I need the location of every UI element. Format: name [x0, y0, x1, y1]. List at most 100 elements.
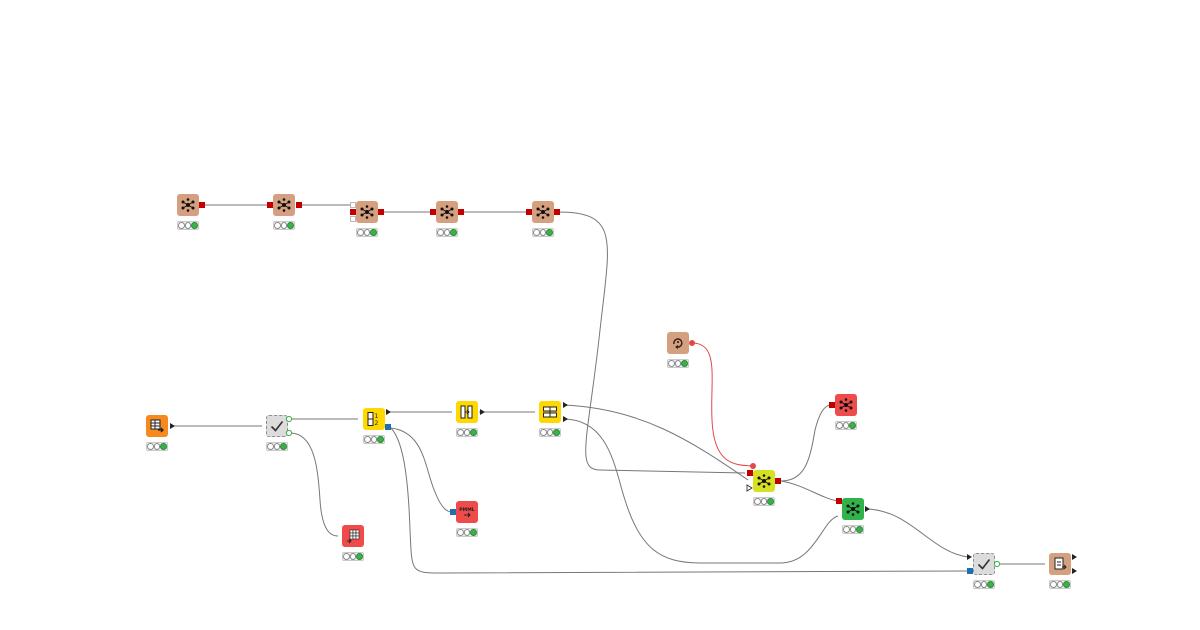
connection-n13-n14[interactable] — [780, 480, 839, 502]
flow-port — [993, 560, 1001, 568]
node-n15[interactable] — [342, 525, 364, 547]
data-port — [563, 416, 568, 422]
node-n18[interactable] — [1049, 553, 1071, 575]
connection-n14-n17[interactable] — [864, 508, 969, 558]
connection-n13-n12[interactable] — [780, 404, 832, 482]
status-light-executed — [546, 229, 554, 236]
connection-n5-n13[interactable] — [557, 211, 746, 474]
status-light-executed — [377, 436, 385, 443]
node-status-indicator — [835, 421, 857, 430]
status-light-off — [849, 526, 857, 533]
node-status-indicator — [356, 228, 378, 237]
flow-variable-port — [689, 340, 695, 346]
cluster-icon — [180, 197, 196, 213]
node-n14[interactable] — [842, 498, 864, 520]
data-port — [1072, 568, 1077, 574]
connection-n11-n13[interactable] — [562, 404, 749, 481]
column-filter-icon — [459, 404, 475, 420]
status-light-off — [280, 222, 288, 229]
node-n5[interactable] — [532, 201, 554, 223]
heatmap-icon — [345, 528, 361, 544]
status-light-off — [1056, 581, 1064, 588]
node-n12[interactable] — [835, 394, 857, 416]
node-status-indicator — [456, 428, 478, 437]
table-reader-icon — [149, 418, 165, 434]
status-light-executed — [987, 581, 995, 588]
data-port — [967, 554, 972, 560]
optional-port — [746, 484, 753, 492]
status-light-off — [760, 498, 768, 505]
node-n4[interactable] — [436, 201, 458, 223]
status-light-executed — [1063, 581, 1071, 588]
node-n13[interactable] — [753, 470, 775, 492]
connection-n8-n15[interactable] — [289, 432, 339, 537]
pmml-port — [385, 424, 391, 430]
data-port — [1072, 554, 1077, 560]
data-port — [563, 402, 568, 408]
status-light-executed — [849, 422, 857, 429]
node-status-indicator — [342, 552, 364, 561]
connection-n6-n13[interactable] — [691, 342, 753, 467]
status-light-off — [539, 229, 547, 236]
node-n2[interactable] — [273, 194, 295, 216]
data-port — [386, 409, 391, 415]
data-port — [480, 409, 485, 415]
status-light-off — [184, 222, 192, 229]
model-port — [747, 470, 753, 476]
connection-n9-n16[interactable] — [390, 427, 453, 513]
node-status-indicator — [532, 228, 554, 237]
node-status-indicator — [973, 580, 995, 589]
model-port — [350, 209, 356, 215]
status-light-off — [463, 529, 471, 536]
pmml-writer-icon: PMML — [459, 504, 475, 520]
model-port — [267, 202, 273, 208]
status-light-off — [1050, 581, 1057, 588]
pmml-port — [450, 509, 456, 515]
status-light-off — [349, 553, 357, 560]
model-port — [458, 209, 464, 215]
node-n3[interactable] — [356, 201, 378, 223]
connection-n11-n14[interactable] — [562, 418, 839, 564]
node-n16[interactable]: PMML — [456, 501, 478, 523]
optional-model-port — [350, 202, 356, 208]
status-light-executed — [553, 429, 561, 436]
status-light-off — [457, 529, 464, 536]
node-status-indicator — [363, 435, 385, 444]
status-light-executed — [470, 429, 478, 436]
status-light-off — [836, 422, 843, 429]
status-light-executed — [356, 553, 364, 560]
svg-text:2: 2 — [375, 420, 379, 427]
status-light-off — [274, 222, 281, 229]
status-light-executed — [767, 498, 775, 505]
node-status-indicator — [842, 525, 864, 534]
model-writer-icon — [1052, 556, 1068, 572]
node-n11[interactable] — [539, 401, 561, 423]
status-light-off — [843, 526, 850, 533]
checkmark-icon — [976, 556, 992, 572]
status-light-off — [546, 429, 554, 436]
node-status-indicator — [177, 221, 199, 230]
status-light-off — [147, 443, 154, 450]
status-light-off — [674, 360, 682, 367]
node-n8[interactable] — [266, 415, 288, 437]
node-status-indicator — [273, 221, 295, 230]
connection-n9-n17[interactable] — [390, 427, 969, 574]
status-light-executed — [450, 229, 458, 236]
node-n6[interactable] — [667, 332, 689, 354]
model-port — [526, 209, 532, 215]
svg-text:1: 1 — [375, 413, 379, 420]
node-n1[interactable] — [177, 194, 199, 216]
cluster-icon — [439, 204, 455, 220]
status-light-executed — [160, 443, 168, 450]
status-light-off — [443, 229, 451, 236]
node-n10[interactable] — [456, 401, 478, 423]
status-light-executed — [287, 222, 295, 229]
node-n7[interactable] — [146, 415, 168, 437]
status-light-executed — [370, 229, 378, 236]
status-light-off — [178, 222, 185, 229]
status-light-off — [457, 429, 464, 436]
cluster-icon — [838, 397, 854, 413]
